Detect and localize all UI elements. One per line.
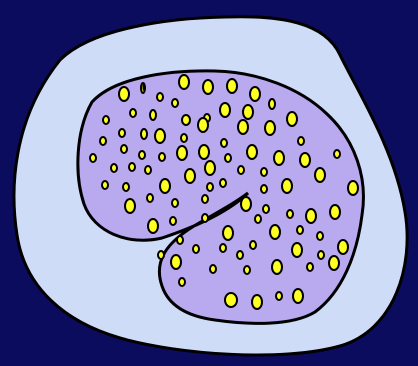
granule xyxy=(250,241,256,249)
granule xyxy=(348,181,358,195)
granule xyxy=(247,145,257,159)
granule xyxy=(330,205,340,219)
granule xyxy=(145,166,151,174)
granule xyxy=(129,163,135,171)
granule xyxy=(210,265,216,273)
granule xyxy=(297,226,303,234)
granule xyxy=(90,154,96,162)
granule xyxy=(121,145,127,153)
granule xyxy=(263,205,269,213)
granule xyxy=(220,103,230,117)
granule xyxy=(170,217,176,225)
granule xyxy=(287,210,293,218)
granule xyxy=(298,137,304,145)
granule xyxy=(292,243,302,257)
granule xyxy=(238,166,244,174)
granule xyxy=(238,120,248,134)
granule xyxy=(172,199,178,207)
granule xyxy=(130,109,136,117)
granule xyxy=(287,112,297,126)
granule xyxy=(160,179,170,193)
granule xyxy=(265,121,275,135)
granule xyxy=(307,263,313,271)
granule xyxy=(205,161,215,175)
granule xyxy=(227,79,237,93)
granule xyxy=(139,151,145,159)
granule xyxy=(148,219,158,233)
granule xyxy=(177,236,183,244)
granule xyxy=(261,185,267,193)
granule xyxy=(193,245,199,253)
granule xyxy=(141,129,147,139)
granule xyxy=(172,99,178,107)
granule xyxy=(177,146,187,160)
granule xyxy=(181,134,187,142)
granule xyxy=(202,214,208,222)
granule xyxy=(202,195,208,203)
granule xyxy=(225,293,237,307)
granule xyxy=(243,105,253,119)
granule xyxy=(269,99,275,109)
granule xyxy=(318,251,324,259)
granule xyxy=(157,93,163,101)
granule xyxy=(329,256,339,270)
granule xyxy=(293,289,303,303)
granule xyxy=(317,232,323,240)
granule xyxy=(185,169,195,183)
granule xyxy=(182,115,190,125)
granule xyxy=(220,244,226,252)
granule xyxy=(207,183,213,191)
granule xyxy=(119,129,125,137)
nucleus-mark xyxy=(143,83,146,91)
granule xyxy=(179,278,185,286)
granule xyxy=(237,251,243,259)
granule xyxy=(338,240,348,254)
granule xyxy=(272,260,282,274)
granule xyxy=(158,251,164,259)
granule xyxy=(261,168,267,176)
granule xyxy=(171,255,181,269)
granule xyxy=(179,75,189,89)
granule xyxy=(199,145,209,159)
granule xyxy=(255,215,261,223)
granule xyxy=(334,150,340,158)
granule xyxy=(198,118,208,132)
granule xyxy=(315,168,325,182)
granule xyxy=(250,87,260,101)
granule xyxy=(102,181,108,189)
granule xyxy=(103,116,109,124)
granule xyxy=(276,292,282,300)
granule xyxy=(244,266,250,274)
granule xyxy=(282,179,292,193)
granule xyxy=(111,164,117,172)
granule xyxy=(241,197,251,211)
granule xyxy=(203,80,213,94)
granule xyxy=(223,226,233,240)
granule xyxy=(270,225,280,239)
granule xyxy=(300,153,310,167)
granule xyxy=(252,295,262,309)
granule xyxy=(221,139,227,147)
granule xyxy=(306,209,316,223)
granule xyxy=(225,154,231,162)
granule xyxy=(125,199,135,213)
granule xyxy=(150,110,156,120)
granule xyxy=(147,194,153,202)
granule xyxy=(100,137,106,145)
granule xyxy=(159,153,165,161)
granule xyxy=(155,129,165,143)
granule xyxy=(123,183,129,191)
granule xyxy=(220,179,226,187)
granule xyxy=(274,151,284,165)
granule xyxy=(119,87,129,101)
